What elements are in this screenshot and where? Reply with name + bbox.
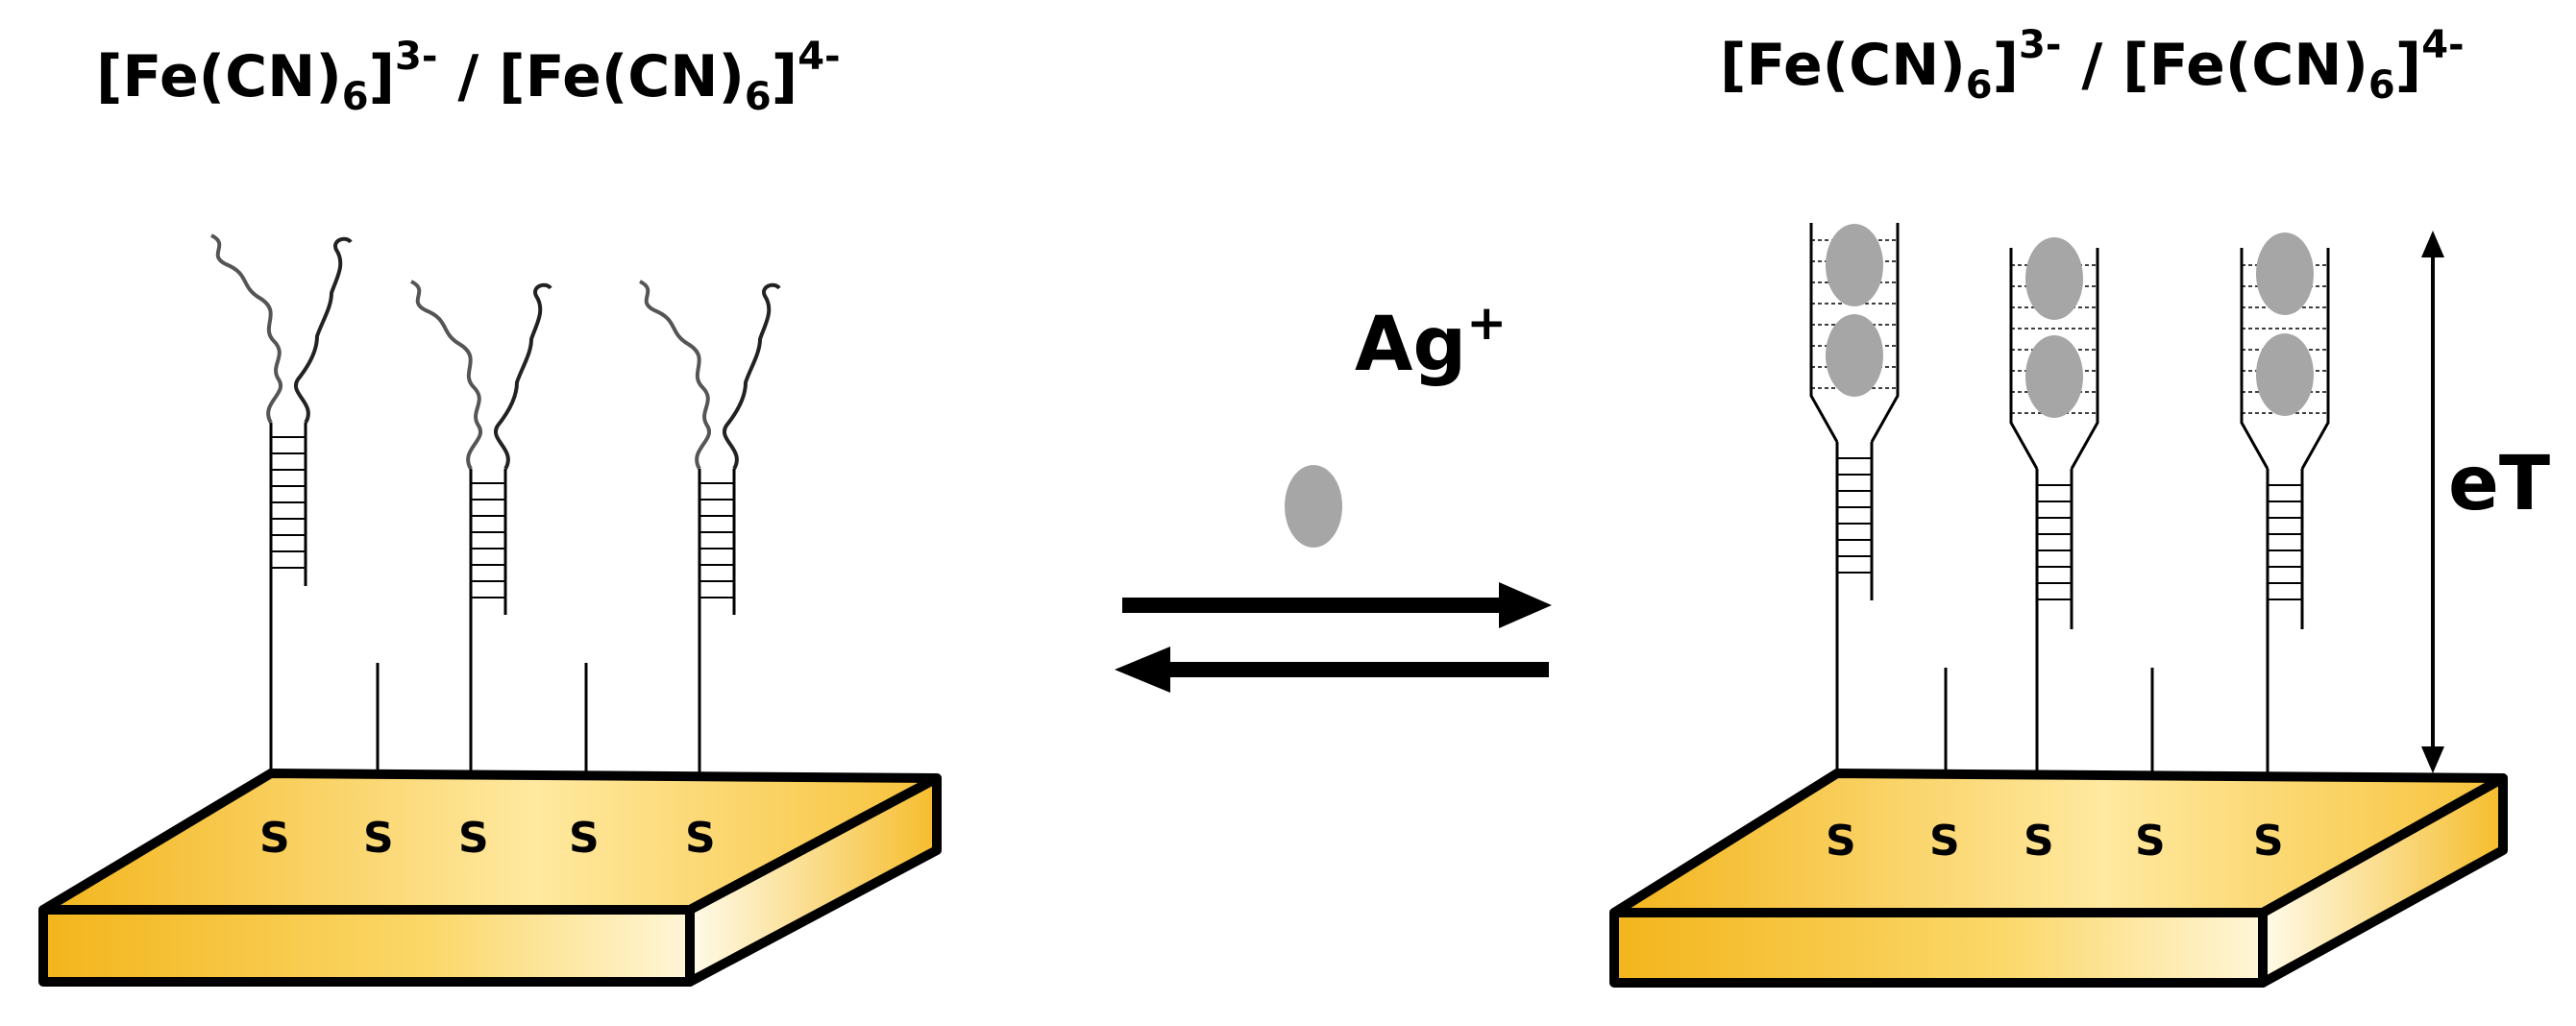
- right-s-atom-5: S: [2253, 817, 2284, 866]
- left-free-strands-3: [638, 280, 781, 471]
- left-redox-label: [Fe(CN)6]3- / [Fe(CN)6]4-: [96, 35, 841, 119]
- left-hairpin-stem-1: [269, 423, 307, 586]
- bound-ion-2a: [2025, 237, 2083, 320]
- right-electrode-top: [1609, 769, 2508, 917]
- left-surface-atoms: S S S S S: [259, 814, 716, 863]
- left-electrode-top: [38, 769, 942, 915]
- left-hairpin-stem-3: [698, 469, 736, 615]
- bound-ion-3b: [2256, 333, 2314, 416]
- left-s-atom-2: S: [363, 814, 394, 863]
- right-hairpin-stem-2: [2035, 469, 2073, 629]
- left-s-atom-3: S: [458, 814, 489, 863]
- bound-ion-1b: [1826, 314, 1883, 397]
- left-s-atom-1: S: [259, 814, 290, 863]
- electron-transfer-label: eT: [2448, 441, 2550, 527]
- bound-silver-ions: [1826, 224, 2314, 418]
- right-s-atom-2: S: [1929, 817, 1960, 866]
- right-gold-electrode: [1609, 769, 2508, 988]
- right-hairpin-stem-1: [1835, 442, 1874, 600]
- left-monolayer: [209, 233, 781, 773]
- left-electrode-front: [38, 905, 695, 987]
- left-s-atom-4: S: [569, 814, 600, 863]
- right-s-atom-3: S: [2024, 817, 2054, 866]
- left-hairpin-stem-2: [469, 469, 507, 615]
- electron-transfer-arrow-icon: [2421, 231, 2444, 773]
- left-free-strands-1: [209, 233, 353, 425]
- silver-ion-icon: [1285, 465, 1342, 548]
- right-s-atom-4: S: [2135, 817, 2166, 866]
- bound-ion-2b: [2025, 335, 2083, 418]
- left-free-strands-2: [409, 280, 552, 471]
- right-hairpin-stem-3: [2266, 469, 2304, 629]
- equilibrium-arrows-icon: [1115, 582, 1552, 693]
- bound-ion-3a: [2256, 232, 2314, 315]
- bound-ion-1a: [1826, 224, 1883, 306]
- left-gold-electrode: [38, 769, 942, 987]
- right-redox-label: [Fe(CN)6]3- / [Fe(CN)6]4-: [1720, 23, 2465, 108]
- right-surface-atoms: S S S S S: [1826, 817, 2284, 866]
- silver-ion-label: Ag+: [1355, 295, 1507, 388]
- right-s-atom-1: S: [1826, 817, 1856, 866]
- right-electrode-front: [1609, 908, 2268, 988]
- left-s-atom-5: S: [685, 814, 716, 863]
